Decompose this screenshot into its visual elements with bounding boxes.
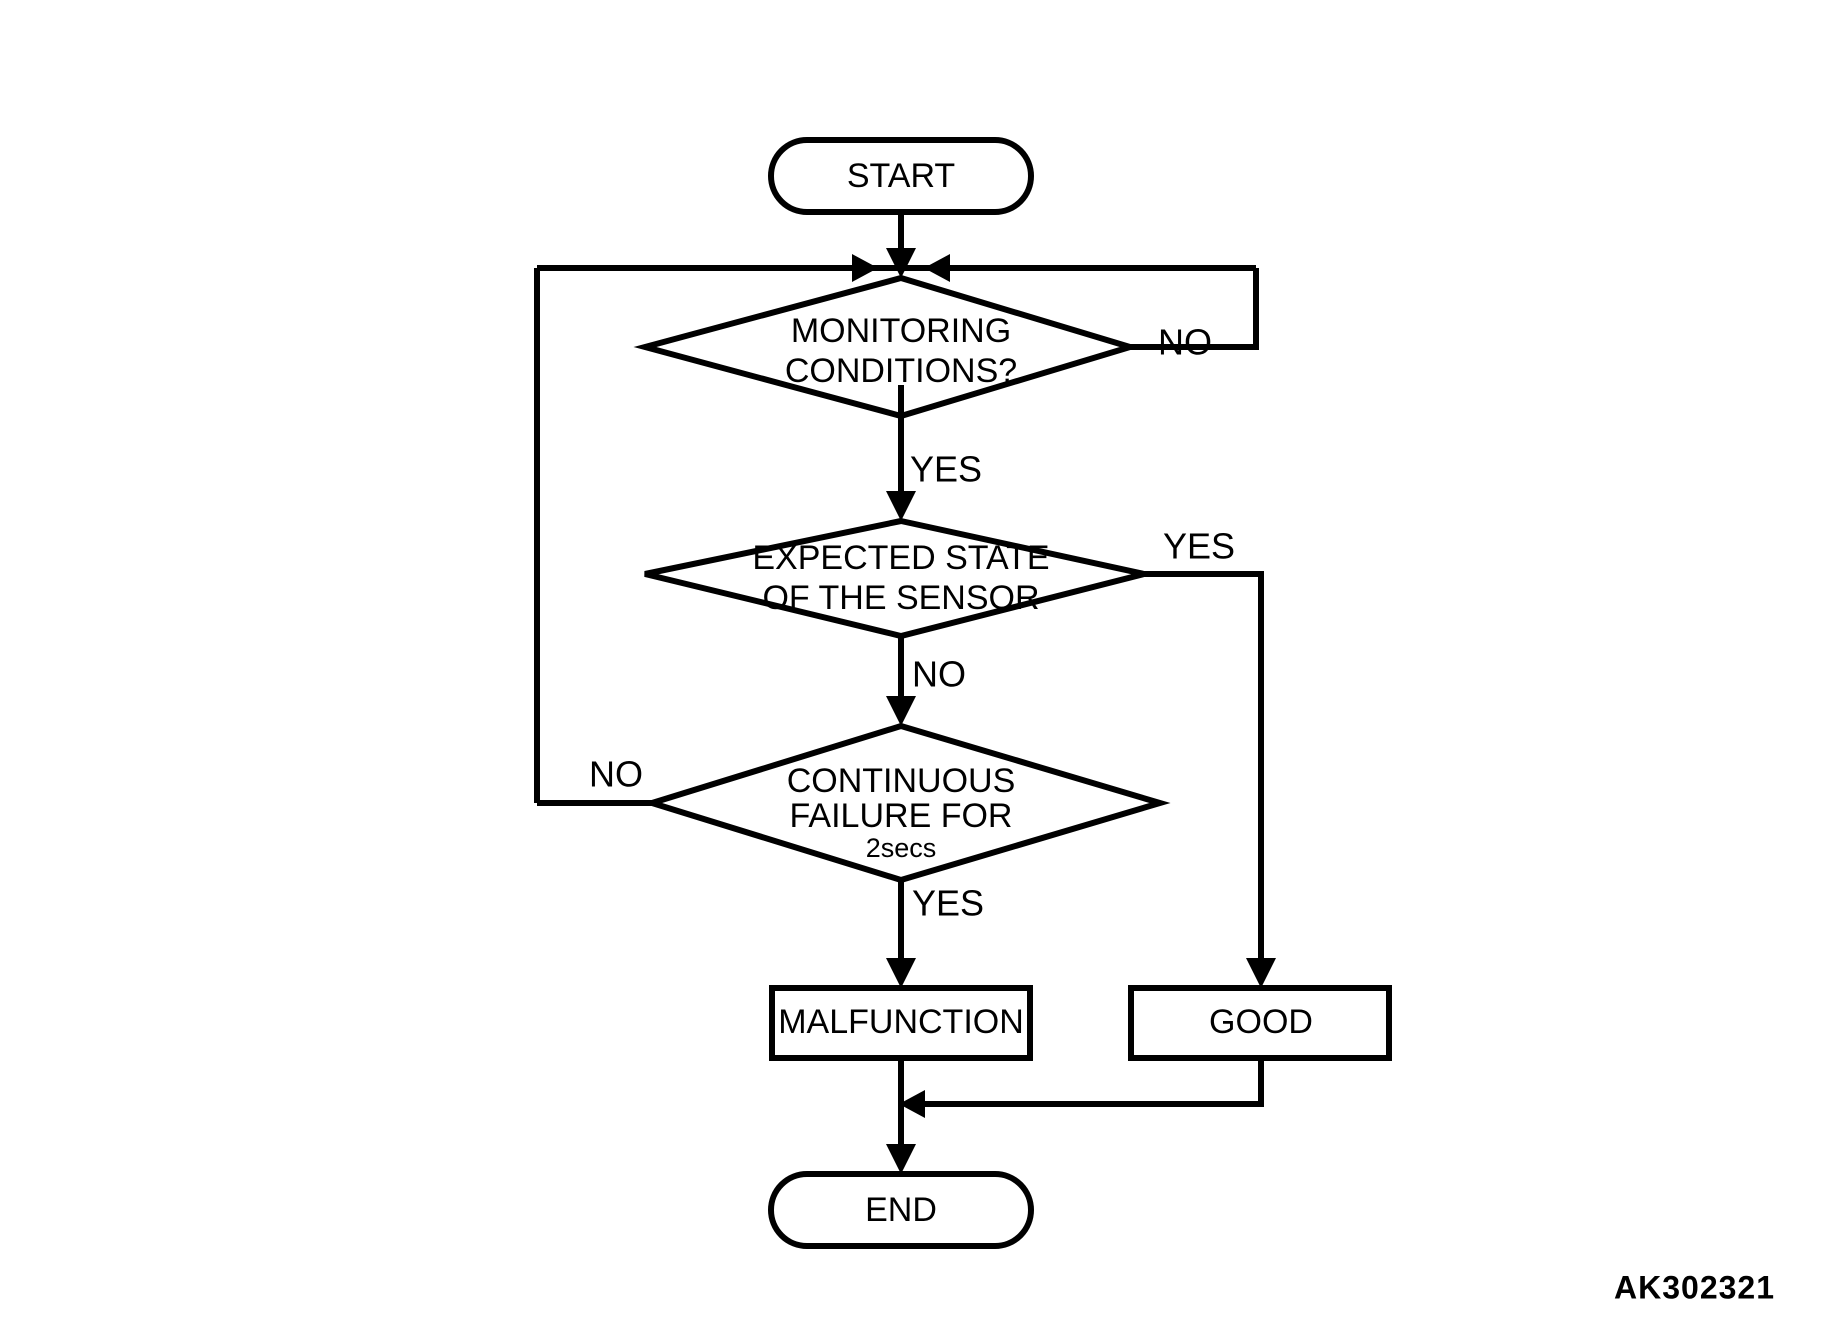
edge-label-monitoring-no: NO [1158,322,1212,363]
decision-continuous-failure-line3: 2secs [866,833,937,863]
arrowhead-into-end [886,1144,916,1174]
arrowhead-into-decision-continuous-failure [886,696,916,726]
arrowhead-good-merge [899,1090,925,1118]
start-shape [768,137,1034,215]
end-label: END [865,1191,937,1229]
decision-expected-state-line1: EXPECTED STATE [752,539,1049,577]
node-decision-expected-state[interactable]: EXPECTED STATE OF THE SENSOR [644,517,1145,640]
decision-monitoring-line2: CONDITIONS? [785,352,1017,390]
node-good[interactable]: GOOD [1128,985,1392,1061]
good-shape [1128,985,1392,1061]
node-malfunction[interactable]: MALFUNCTION [769,985,1033,1061]
edge-label-continuous-failure-no: NO [589,754,643,795]
edge-label-expected-state-no: NO [912,654,966,695]
end-shape [768,1171,1034,1249]
malfunction-label: MALFUNCTION [778,1003,1024,1041]
good-label: GOOD [1209,1003,1313,1041]
decision-expected-state-line2: OF THE SENSOR [762,579,1039,617]
malfunction-shape [769,985,1033,1061]
node-end[interactable]: END [768,1171,1034,1249]
arrowhead-merge-from-left [852,254,878,282]
figure-code-label: AK302321 [1614,1269,1775,1305]
arrowhead-into-good [1246,958,1276,988]
decision-expected-state-shape [644,517,1145,640]
node-decision-continuous-failure[interactable]: CONTINUOUS FAILURE FOR 2secs [641,722,1171,884]
connector-expected-state-yes-to-good [1144,571,1264,976]
decision-continuous-failure-line2: FAILURE FOR [790,797,1013,835]
node-decision-monitoring[interactable]: MONITORING CONDITIONS? [633,274,1141,420]
connector-monitoring-no-loopback [1130,268,1259,350]
decision-continuous-failure-line1: CONTINUOUS [787,762,1016,800]
edge-label-monitoring-yes: YES [910,449,982,490]
arrowhead-merge-from-right [924,254,950,282]
decision-monitoring-line1: MONITORING [791,312,1011,350]
edge-label-continuous-failure-yes: YES [912,883,984,924]
decision-monitoring-shape [633,274,1141,420]
connector-good-to-end-spine [922,1057,1264,1107]
decision-continuous-failure-shape [641,722,1171,884]
arrowhead-into-decision-monitoring [886,248,916,278]
edge-label-expected-state-yes: YES [1163,526,1235,567]
arrowhead-into-malfunction [886,958,916,988]
start-label: START [847,157,955,195]
arrowhead-into-decision-expected-state [886,491,916,521]
node-start[interactable]: START [768,137,1034,215]
